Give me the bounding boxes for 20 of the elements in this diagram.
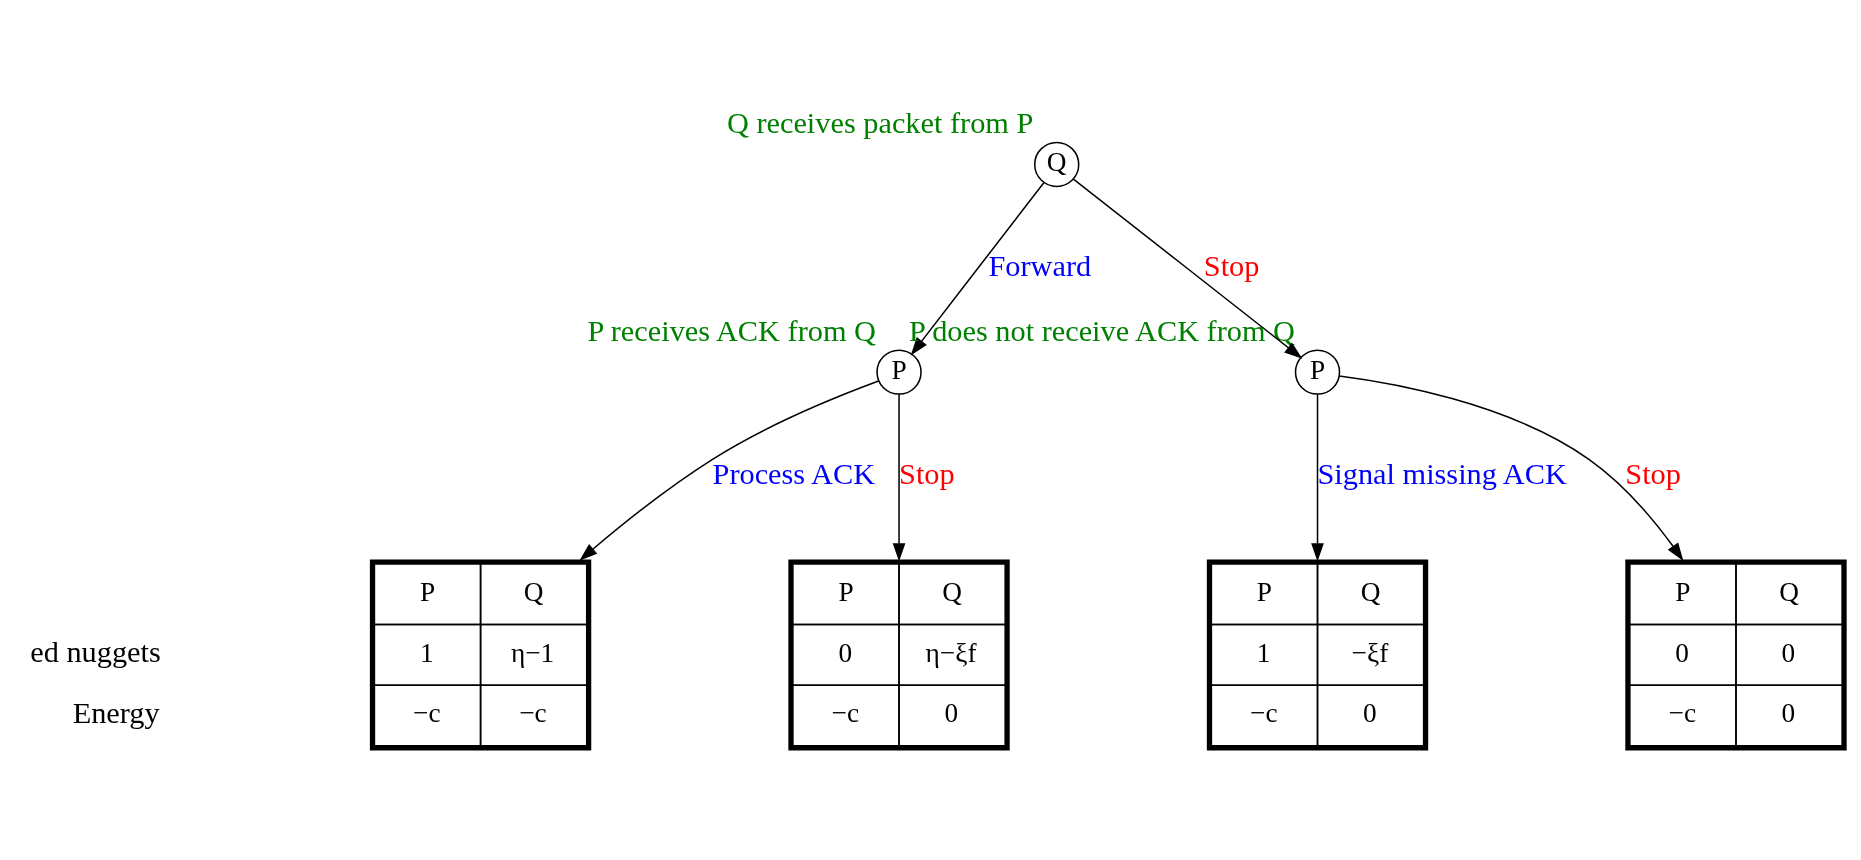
arrow: [892, 392, 906, 561]
arrow: [579, 379, 880, 561]
label: ed nuggets: [30, 634, 161, 669]
arrow: [1311, 392, 1324, 561]
node-circle: Q: [1034, 141, 1080, 187]
node-circle: P: [876, 348, 922, 395]
edge-label: Process ACK: [712, 456, 876, 491]
edge-label: Signal missing ACK: [1317, 456, 1567, 491]
edge-label: Stop: [899, 456, 955, 491]
node-label: Q receives packet from P: [726, 105, 1034, 140]
edge-label: Forward: [988, 248, 1092, 283]
node-label: P does not receive ACK from Q: [908, 313, 1296, 348]
label: Energy: [72, 695, 160, 730]
arrow: [1338, 374, 1684, 561]
node-label: P receives ACK from Q: [587, 313, 876, 348]
arrow: [910, 181, 1045, 355]
edge-label: Stop: [1203, 248, 1260, 283]
edge-label: Stop: [1625, 456, 1681, 491]
arrow: [1072, 177, 1303, 359]
node-circle: P: [1294, 348, 1341, 395]
